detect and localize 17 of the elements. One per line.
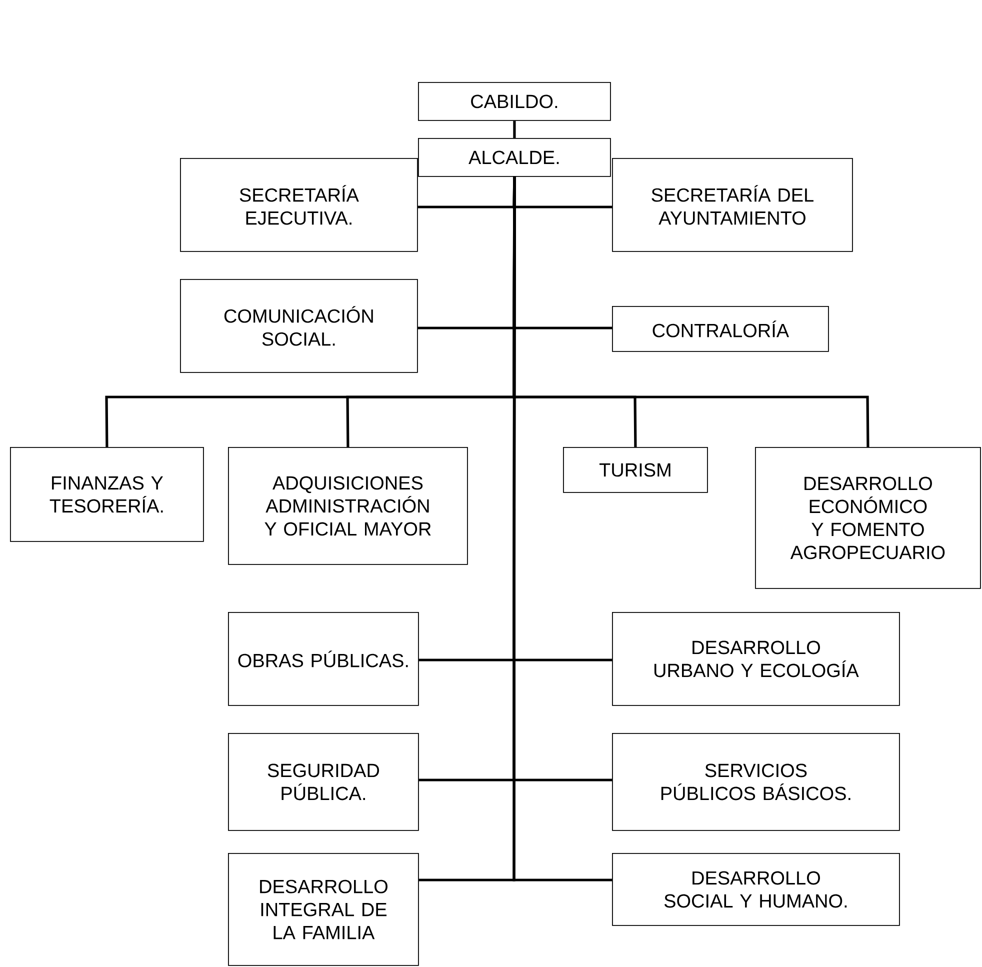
org-box: SECRETARÍA DEL AYUNTAMIENTO bbox=[612, 158, 853, 252]
org-box: CABILDO. bbox=[418, 82, 611, 121]
org-box: DESARROLLO INTEGRAL DE LA FAMILIA bbox=[228, 853, 419, 966]
org-box: TURISM bbox=[563, 447, 708, 493]
org-box: SECRETARÍA EJECUTIVA. bbox=[180, 158, 418, 252]
org-box: ADQUISICIONES ADMINISTRACIÓN Y OFICIAL MAYOR bbox=[228, 447, 468, 565]
org-box: ALCALDE. bbox=[418, 138, 611, 177]
org-box: FINANZAS Y TESORERÍA. bbox=[10, 447, 204, 542]
org-box: DESARROLLO SOCIAL Y HUMANO. bbox=[612, 853, 900, 926]
org-box: DESARROLLO URBANO Y ECOLOGÍA bbox=[612, 612, 900, 706]
org-box: SERVICIOS PÚBLICOS BÁSICOS. bbox=[612, 733, 900, 831]
org-box: DESARROLLO ECONÓMICO Y FOMENTO AGROPECUARIO bbox=[755, 447, 981, 589]
org-box: SEGURIDAD PÚBLICA. bbox=[228, 733, 419, 831]
org-box: CONTRALORÍA bbox=[612, 306, 829, 352]
org-box: OBRAS PÚBLICAS. bbox=[228, 612, 419, 706]
connector-line bbox=[513, 120, 516, 138]
org-box: COMUNICACIÓN SOCIAL. bbox=[180, 279, 418, 373]
